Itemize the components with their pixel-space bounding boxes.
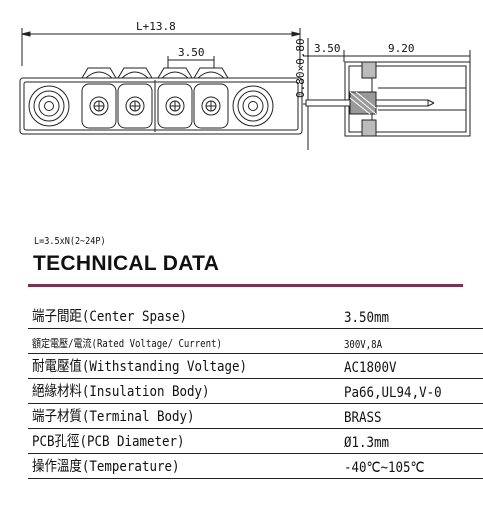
spec-label: PCB孔徑(PCB Diameter) — [32, 434, 185, 450]
dim-pin-section-label: 0.80×0.80 — [294, 38, 307, 98]
heading-rule — [28, 284, 463, 287]
spec-label: 操作溫度(Temperature) — [32, 459, 180, 475]
spec-row: PCB孔徑(PCB Diameter) Ø1.3mm — [28, 429, 483, 454]
connector-drawing: L+13.8 3.50 3.50 9.20 0.80×0.80 — [19, 20, 471, 150]
spec-label: 端子間距(Center Spase) — [32, 309, 187, 325]
spec-value: Ø1.3mm — [344, 435, 390, 451]
spec-value: 300V,8A — [344, 338, 383, 351]
terminal-cells — [81, 80, 229, 132]
spec-row: 耐電壓值(Withstanding Voltage) AC1800V — [28, 354, 483, 379]
dim-overall-label: L+13.8 — [136, 20, 176, 33]
left-mount-flange — [28, 85, 70, 127]
spec-row: 端子間距(Center Spase) 3.50mm — [28, 304, 483, 329]
spec-value: BRASS — [344, 410, 382, 426]
spec-value: Pa66,UL94,V-0 — [344, 385, 442, 401]
connector-body — [19, 77, 303, 135]
spec-label: 端子材質(Terminal Body) — [32, 409, 195, 425]
spec-label: 額定電壓/電流(Rated Voltage/ Current) — [32, 337, 222, 350]
spec-label: 耐電壓值(Withstanding Voltage) — [32, 359, 248, 375]
dim-side-depth-label: 9.20 — [388, 42, 415, 55]
spec-row: 絕緣材料(Insulation Body) Pa66,UL94,V-0 — [28, 379, 483, 404]
section-heading: TECHNICAL DATA — [33, 252, 220, 275]
spec-row: 操作溫度(Temperature) -40℃~105℃ — [28, 454, 483, 479]
spec-row: 額定電壓/電流(Rated Voltage/ Current) 300V,8A — [28, 329, 483, 354]
right-mount-flange — [232, 85, 274, 127]
dim-side-offset-label: 3.50 — [314, 42, 341, 55]
spec-value: -40℃~105℃ — [344, 460, 425, 476]
side-view — [305, 61, 471, 137]
spec-value: 3.50mm — [344, 310, 390, 326]
spec-row: 端子材質(Terminal Body) BRASS — [28, 404, 483, 429]
spec-table: 端子間距(Center Spase) 3.50mm 額定電壓/電流(Rated … — [28, 304, 483, 479]
spec-label: 絕緣材料(Insulation Body) — [32, 384, 210, 400]
length-formula: L=3.5xN(2~24P) — [34, 236, 106, 247]
spec-value: AC1800V — [344, 360, 397, 376]
dim-pitch-label: 3.50 — [178, 46, 205, 59]
